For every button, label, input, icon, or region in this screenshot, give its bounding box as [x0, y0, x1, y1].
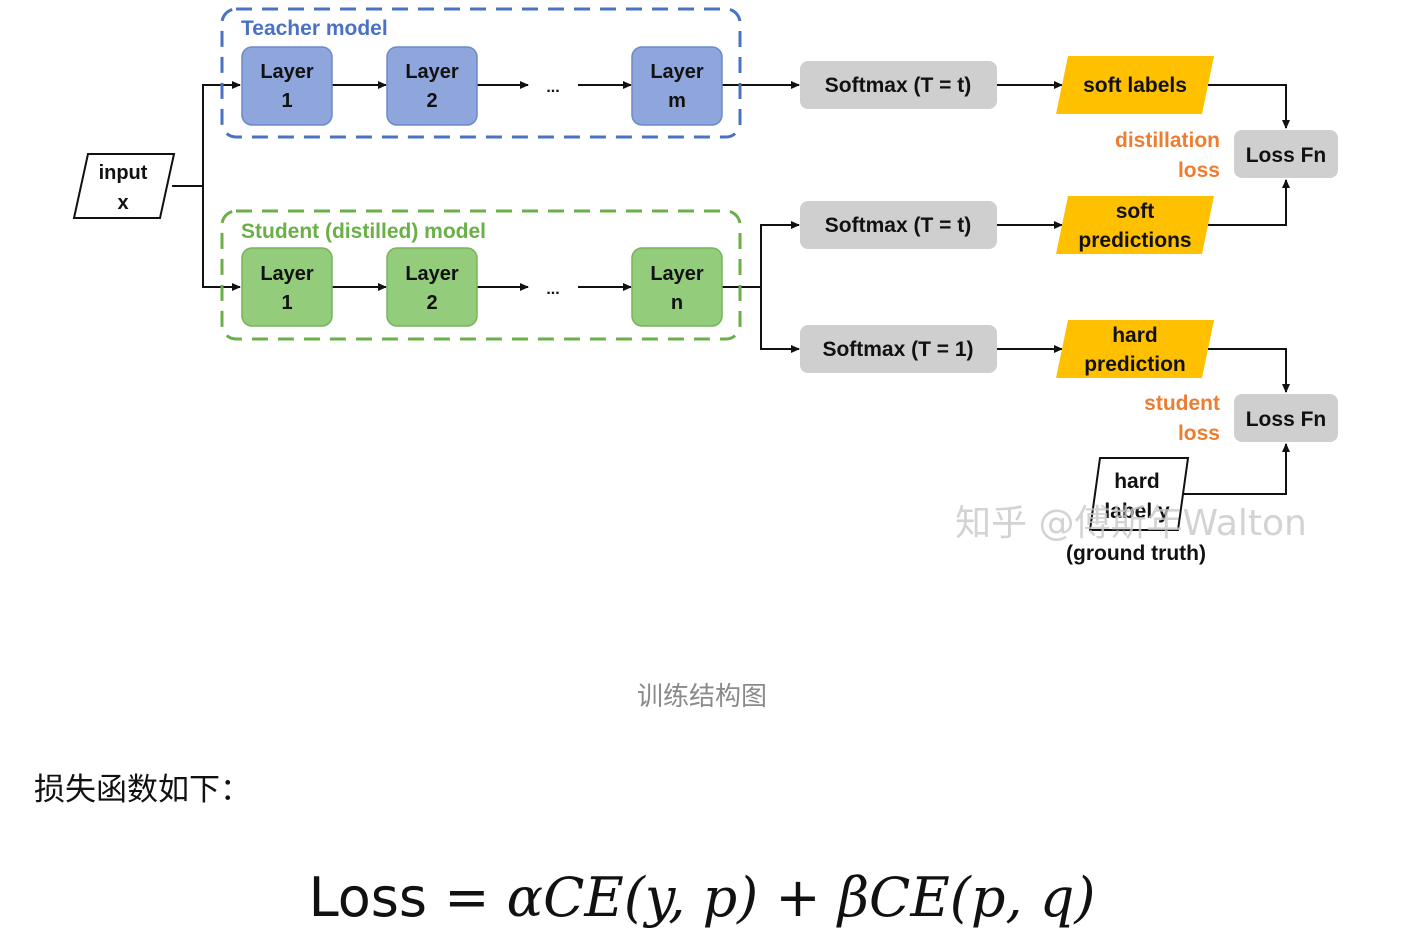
layer-label: Layer [650, 61, 704, 83]
student-layer-n: Layer n [631, 247, 723, 327]
formula-beta: β [837, 866, 870, 929]
teacher-layer-1: Layer 1 [241, 46, 333, 126]
output-label: hard [1112, 324, 1158, 347]
softmax-teacher: Softmax (T = t) [800, 61, 997, 109]
loss-formula: Loss = αCE(y, p) + βCE(p, q) [0, 866, 1404, 929]
formula-args-2: (p, q) [949, 866, 1096, 929]
student-loss-label-2: loss [1178, 422, 1220, 445]
input-node: input x [72, 153, 176, 219]
soft-predictions-output: soft predictions [1056, 196, 1214, 254]
formula-loss: Loss [308, 866, 428, 929]
softmax-label: Softmax (T = t) [825, 214, 971, 237]
student-layer-2: Layer 2 [386, 247, 478, 327]
student-model-title: Student (distilled) model [241, 220, 486, 243]
input-label: input [99, 162, 148, 184]
teacher-model-group: Teacher model Layer 1 Layer 2 ... Layer … [220, 7, 742, 139]
softmax-student-soft: Softmax (T = t) [800, 201, 997, 249]
distillation-loss-label-2: loss [1178, 159, 1220, 182]
layer-index: 2 [426, 90, 437, 112]
figure-caption: 训练结构图 [636, 682, 767, 712]
loss-fn-label: Loss Fn [1246, 408, 1327, 431]
teacher-ellipsis: ... [546, 79, 559, 96]
layer-label: Layer [405, 61, 459, 83]
formula-ce-2: CE [869, 866, 950, 929]
distillation-loss-label: distillation [1115, 129, 1220, 152]
student-model-group: Student (distilled) model Layer 1 Layer … [220, 209, 742, 341]
layer-label: Layer [405, 263, 459, 285]
input-var: x [117, 192, 128, 214]
output-label: soft [1116, 200, 1155, 223]
formula-args-1: (y, p) [623, 866, 759, 929]
ground-truth-label: (ground truth) [1066, 542, 1206, 565]
layer-label: Layer [650, 263, 704, 285]
softmax-label: Softmax (T = t) [825, 74, 971, 97]
formula-ce-1: CE [543, 866, 624, 929]
layer-index: m [668, 90, 686, 112]
layer-index: 2 [426, 292, 437, 314]
softmax-label: Softmax (T = 1) [822, 338, 973, 361]
formula-plus: + [758, 866, 838, 929]
output-label-2: predictions [1078, 229, 1191, 252]
teacher-model-title: Teacher model [241, 17, 388, 40]
loss-fn-label: Loss Fn [1246, 144, 1327, 167]
intro-text: 损失函数如下： [34, 772, 251, 808]
student-loss-label: student [1144, 392, 1220, 415]
loss-fn-student: Loss Fn [1234, 394, 1338, 442]
layer-index: n [671, 292, 683, 314]
hard-prediction-output: hard prediction [1056, 320, 1214, 378]
soft-labels-output: soft labels [1056, 56, 1214, 114]
hard-label-text: hard [1114, 470, 1160, 493]
watermark: 知乎 @傅斯年Walton [955, 503, 1307, 544]
hard-label-node: hard label y [1088, 457, 1190, 531]
softmax-student-hard: Softmax (T = 1) [800, 325, 997, 373]
connectors [172, 81, 1290, 495]
output-label: soft labels [1083, 74, 1187, 97]
layer-index: 1 [281, 292, 292, 314]
formula-equals: = [427, 866, 507, 929]
output-label-2: prediction [1084, 353, 1186, 376]
teacher-layer-2: Layer 2 [386, 46, 478, 126]
layer-index: 1 [281, 90, 292, 112]
student-layer-1: Layer 1 [241, 247, 333, 327]
layer-label: Layer [260, 263, 314, 285]
formula-alpha: α [506, 866, 544, 929]
hard-label-text-2: label y [1104, 500, 1170, 523]
student-ellipsis: ... [546, 281, 559, 298]
distillation-diagram: input x Teacher model Layer 1 Layer 2 ..… [72, 7, 1338, 565]
loss-fn-distillation: Loss Fn [1234, 130, 1338, 178]
layer-label: Layer [260, 61, 314, 83]
teacher-layer-m: Layer m [631, 46, 723, 126]
